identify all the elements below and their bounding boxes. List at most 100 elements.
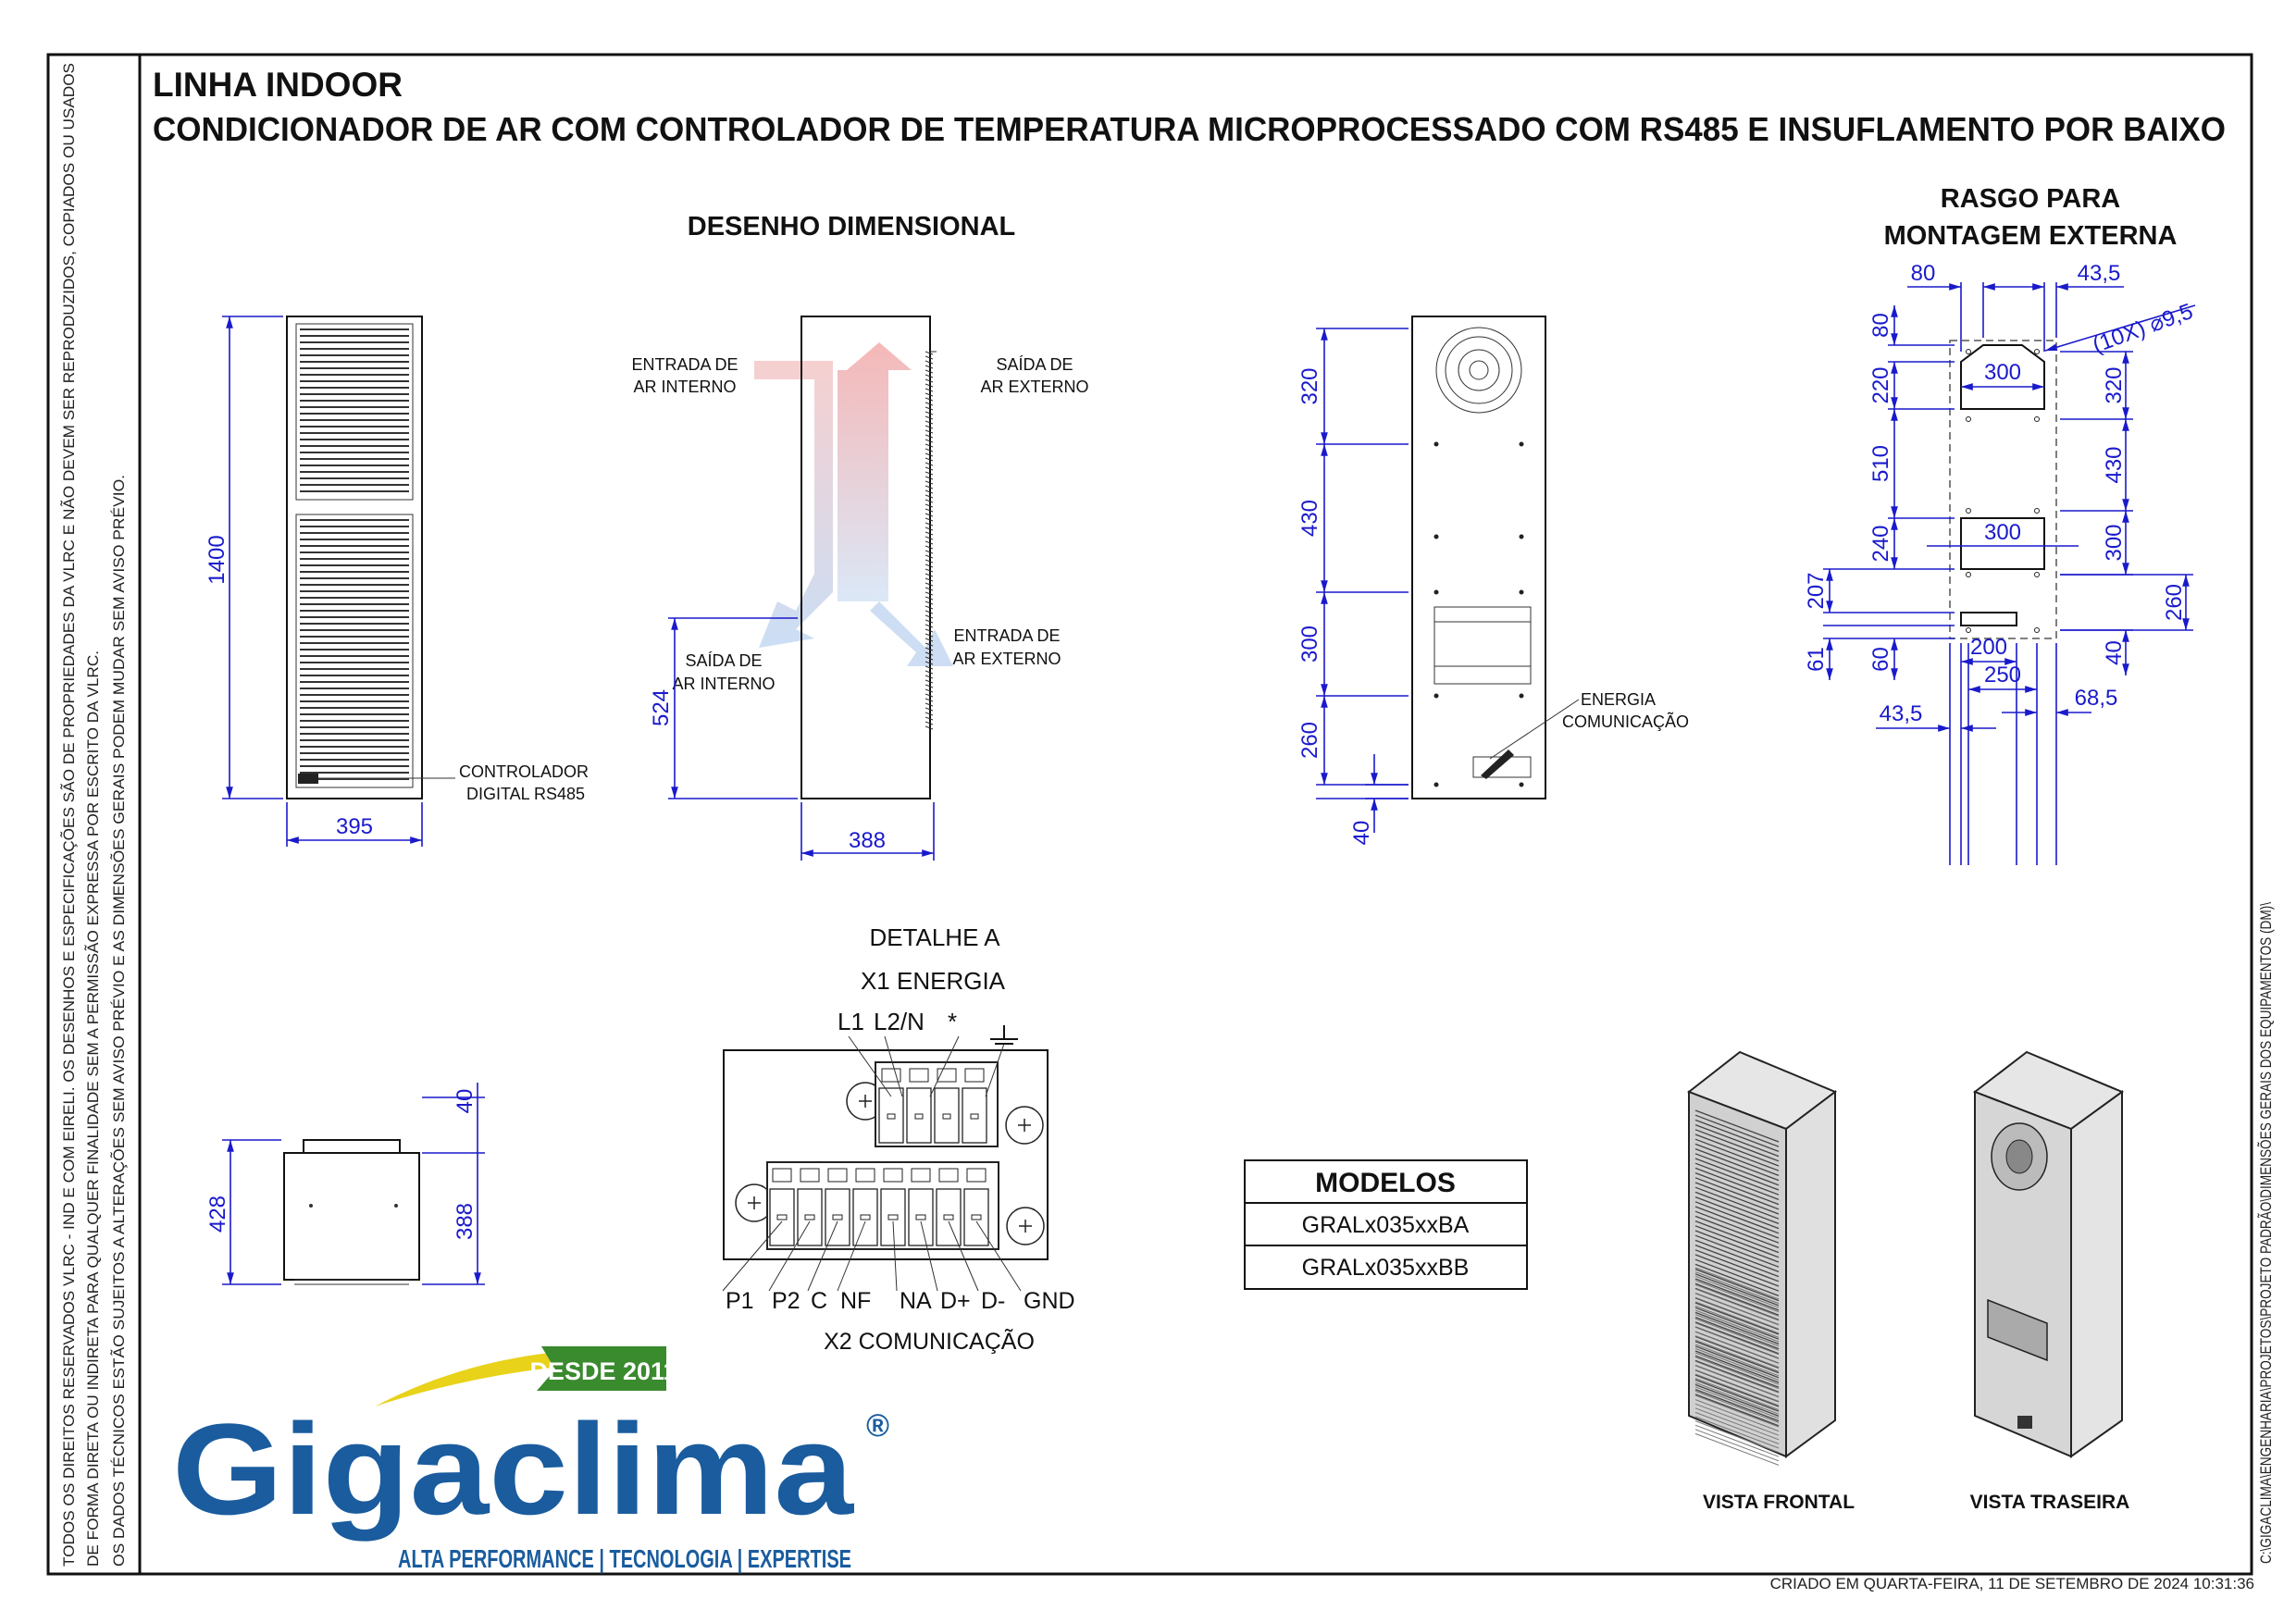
fin bbox=[925, 610, 934, 614]
title-line-2: CONDICIONADOR DE AR COM CONTROLADOR DE T… bbox=[153, 110, 2226, 148]
fin bbox=[925, 471, 934, 476]
leader-line bbox=[807, 1220, 838, 1292]
fin bbox=[925, 508, 934, 513]
iso-louver bbox=[1694, 1220, 1780, 1254]
fin bbox=[925, 721, 934, 725]
fin bbox=[925, 499, 934, 503]
iso-louver bbox=[1694, 1378, 1780, 1411]
fin bbox=[925, 397, 934, 402]
communication-label: COMUNICAÇÃO bbox=[1562, 712, 1689, 731]
fin bbox=[925, 693, 934, 698]
sheet-border bbox=[46, 53, 2253, 1576]
rasgo-207: 207 bbox=[1804, 572, 1829, 609]
x2-label-D+: D+ bbox=[940, 1288, 971, 1314]
x1-label-0: L1 bbox=[838, 1008, 864, 1035]
x2-terminal-slot bbox=[887, 1214, 899, 1220]
fin bbox=[925, 351, 934, 355]
x1-terminal-top bbox=[909, 1068, 929, 1083]
x1-label-2: * bbox=[948, 1008, 957, 1035]
iso-louver bbox=[1694, 1239, 1780, 1273]
view-rear-label: VISTA TRASEIRA bbox=[1970, 1492, 2130, 1513]
fin bbox=[925, 411, 934, 415]
iso-louver bbox=[1694, 1230, 1780, 1263]
iso-louver bbox=[1694, 1388, 1780, 1422]
fin bbox=[925, 605, 934, 610]
mounting-hole bbox=[2034, 416, 2040, 422]
screw-cross-icon bbox=[748, 1196, 761, 1209]
label-in-ext-1: ENTRADA DE bbox=[953, 626, 1060, 645]
mounting-cutout: 300 300 80 43,5 (10X) ⌀9,5 8022051024060… bbox=[1804, 261, 2196, 865]
x2-terminal-top bbox=[855, 1168, 875, 1183]
front-view: CONTROLADOR DIGITAL RS485 1400 395 bbox=[205, 316, 589, 847]
iso-louver bbox=[1694, 1225, 1780, 1258]
iso-louver bbox=[1694, 1249, 1780, 1282]
x2-label-P2: P2 bbox=[772, 1288, 800, 1314]
rasgo-title-2: MONTAGEM EXTERNA bbox=[1884, 221, 2178, 251]
fin bbox=[925, 638, 934, 642]
mounting-hole bbox=[1966, 572, 1971, 577]
x2-title: X2 COMUNICAÇÃO bbox=[824, 1328, 1035, 1355]
iso-louver bbox=[1694, 1268, 1780, 1302]
fin bbox=[925, 536, 934, 540]
fin bbox=[925, 485, 934, 489]
iso-louver bbox=[1694, 1407, 1780, 1441]
iso-louver bbox=[1694, 1357, 1780, 1390]
fin bbox=[925, 684, 934, 688]
iso-louver bbox=[1694, 1134, 1780, 1167]
fin bbox=[925, 568, 934, 573]
logo-name: Gigaclima bbox=[172, 1396, 854, 1542]
x2-label-P1: P1 bbox=[726, 1288, 754, 1314]
iso-louver bbox=[1694, 1278, 1780, 1311]
rasgo-left-220: 220 bbox=[1868, 366, 1893, 403]
iso-louver bbox=[1694, 1254, 1780, 1287]
rasgo-left-60: 60 bbox=[1868, 647, 1893, 672]
screw bbox=[1433, 589, 1439, 595]
fin bbox=[925, 712, 934, 716]
fin bbox=[925, 633, 934, 638]
iso-louver bbox=[1694, 1424, 1780, 1457]
iso-louver bbox=[1694, 1321, 1780, 1355]
mounting-hole bbox=[1966, 349, 1971, 354]
fin bbox=[925, 360, 934, 365]
iso-louver bbox=[1694, 1267, 1780, 1300]
x1-title: X1 ENERGIA bbox=[861, 967, 1006, 995]
fin bbox=[925, 628, 934, 633]
fin bbox=[925, 559, 934, 564]
rasgo-title-1: RASGO PARA bbox=[1941, 184, 2120, 214]
fin bbox=[925, 522, 934, 527]
rasgo-43-5-bottom: 43,5 bbox=[1880, 701, 1923, 726]
rasgo-right-430: 430 bbox=[2102, 446, 2127, 483]
iso-louver bbox=[1694, 1352, 1780, 1385]
iso-louver bbox=[1694, 1296, 1780, 1330]
x1-terminal bbox=[934, 1087, 960, 1144]
fin bbox=[925, 656, 934, 661]
fin bbox=[925, 466, 934, 471]
iso-louver bbox=[1694, 1335, 1780, 1369]
iso-louver bbox=[1694, 1191, 1780, 1225]
fin bbox=[925, 545, 934, 550]
fin bbox=[925, 624, 934, 628]
x2-terminal-top bbox=[883, 1168, 903, 1183]
rasgo-right-300: 300 bbox=[2102, 524, 2127, 561]
screw bbox=[1519, 782, 1524, 787]
iso-louver bbox=[1694, 1297, 1780, 1331]
iso-louver bbox=[1694, 1109, 1780, 1143]
iso-louver bbox=[1694, 1129, 1780, 1162]
bottom-total-dim: 428 bbox=[205, 1196, 230, 1233]
x2-terminal bbox=[908, 1188, 934, 1246]
iso-louver bbox=[1694, 1288, 1780, 1321]
fin bbox=[925, 554, 934, 559]
iso-louver bbox=[1694, 1273, 1780, 1307]
iso-louver bbox=[1694, 1307, 1780, 1340]
rasgo-top-left: 80 bbox=[1911, 261, 1936, 286]
logo-tagline: ALTA PERFORMANCE | TECNOLOGIA | EXPERTIS… bbox=[398, 1544, 851, 1573]
file-path: C:\GIGACLIMA\ENGENHARIA\PROJETOS\PROJETO… bbox=[2257, 902, 2275, 1564]
iso-louver bbox=[1694, 1350, 1780, 1383]
iso-louver bbox=[1694, 1369, 1780, 1402]
rasgo-top-right: 43,5 bbox=[2078, 261, 2121, 286]
rasgo-68-5: 68,5 bbox=[2075, 686, 2118, 711]
iso-louver bbox=[1694, 1305, 1780, 1338]
airflow-external-arrow bbox=[754, 361, 833, 648]
iso-louver bbox=[1694, 1138, 1780, 1171]
iso-louver bbox=[1694, 1344, 1780, 1377]
